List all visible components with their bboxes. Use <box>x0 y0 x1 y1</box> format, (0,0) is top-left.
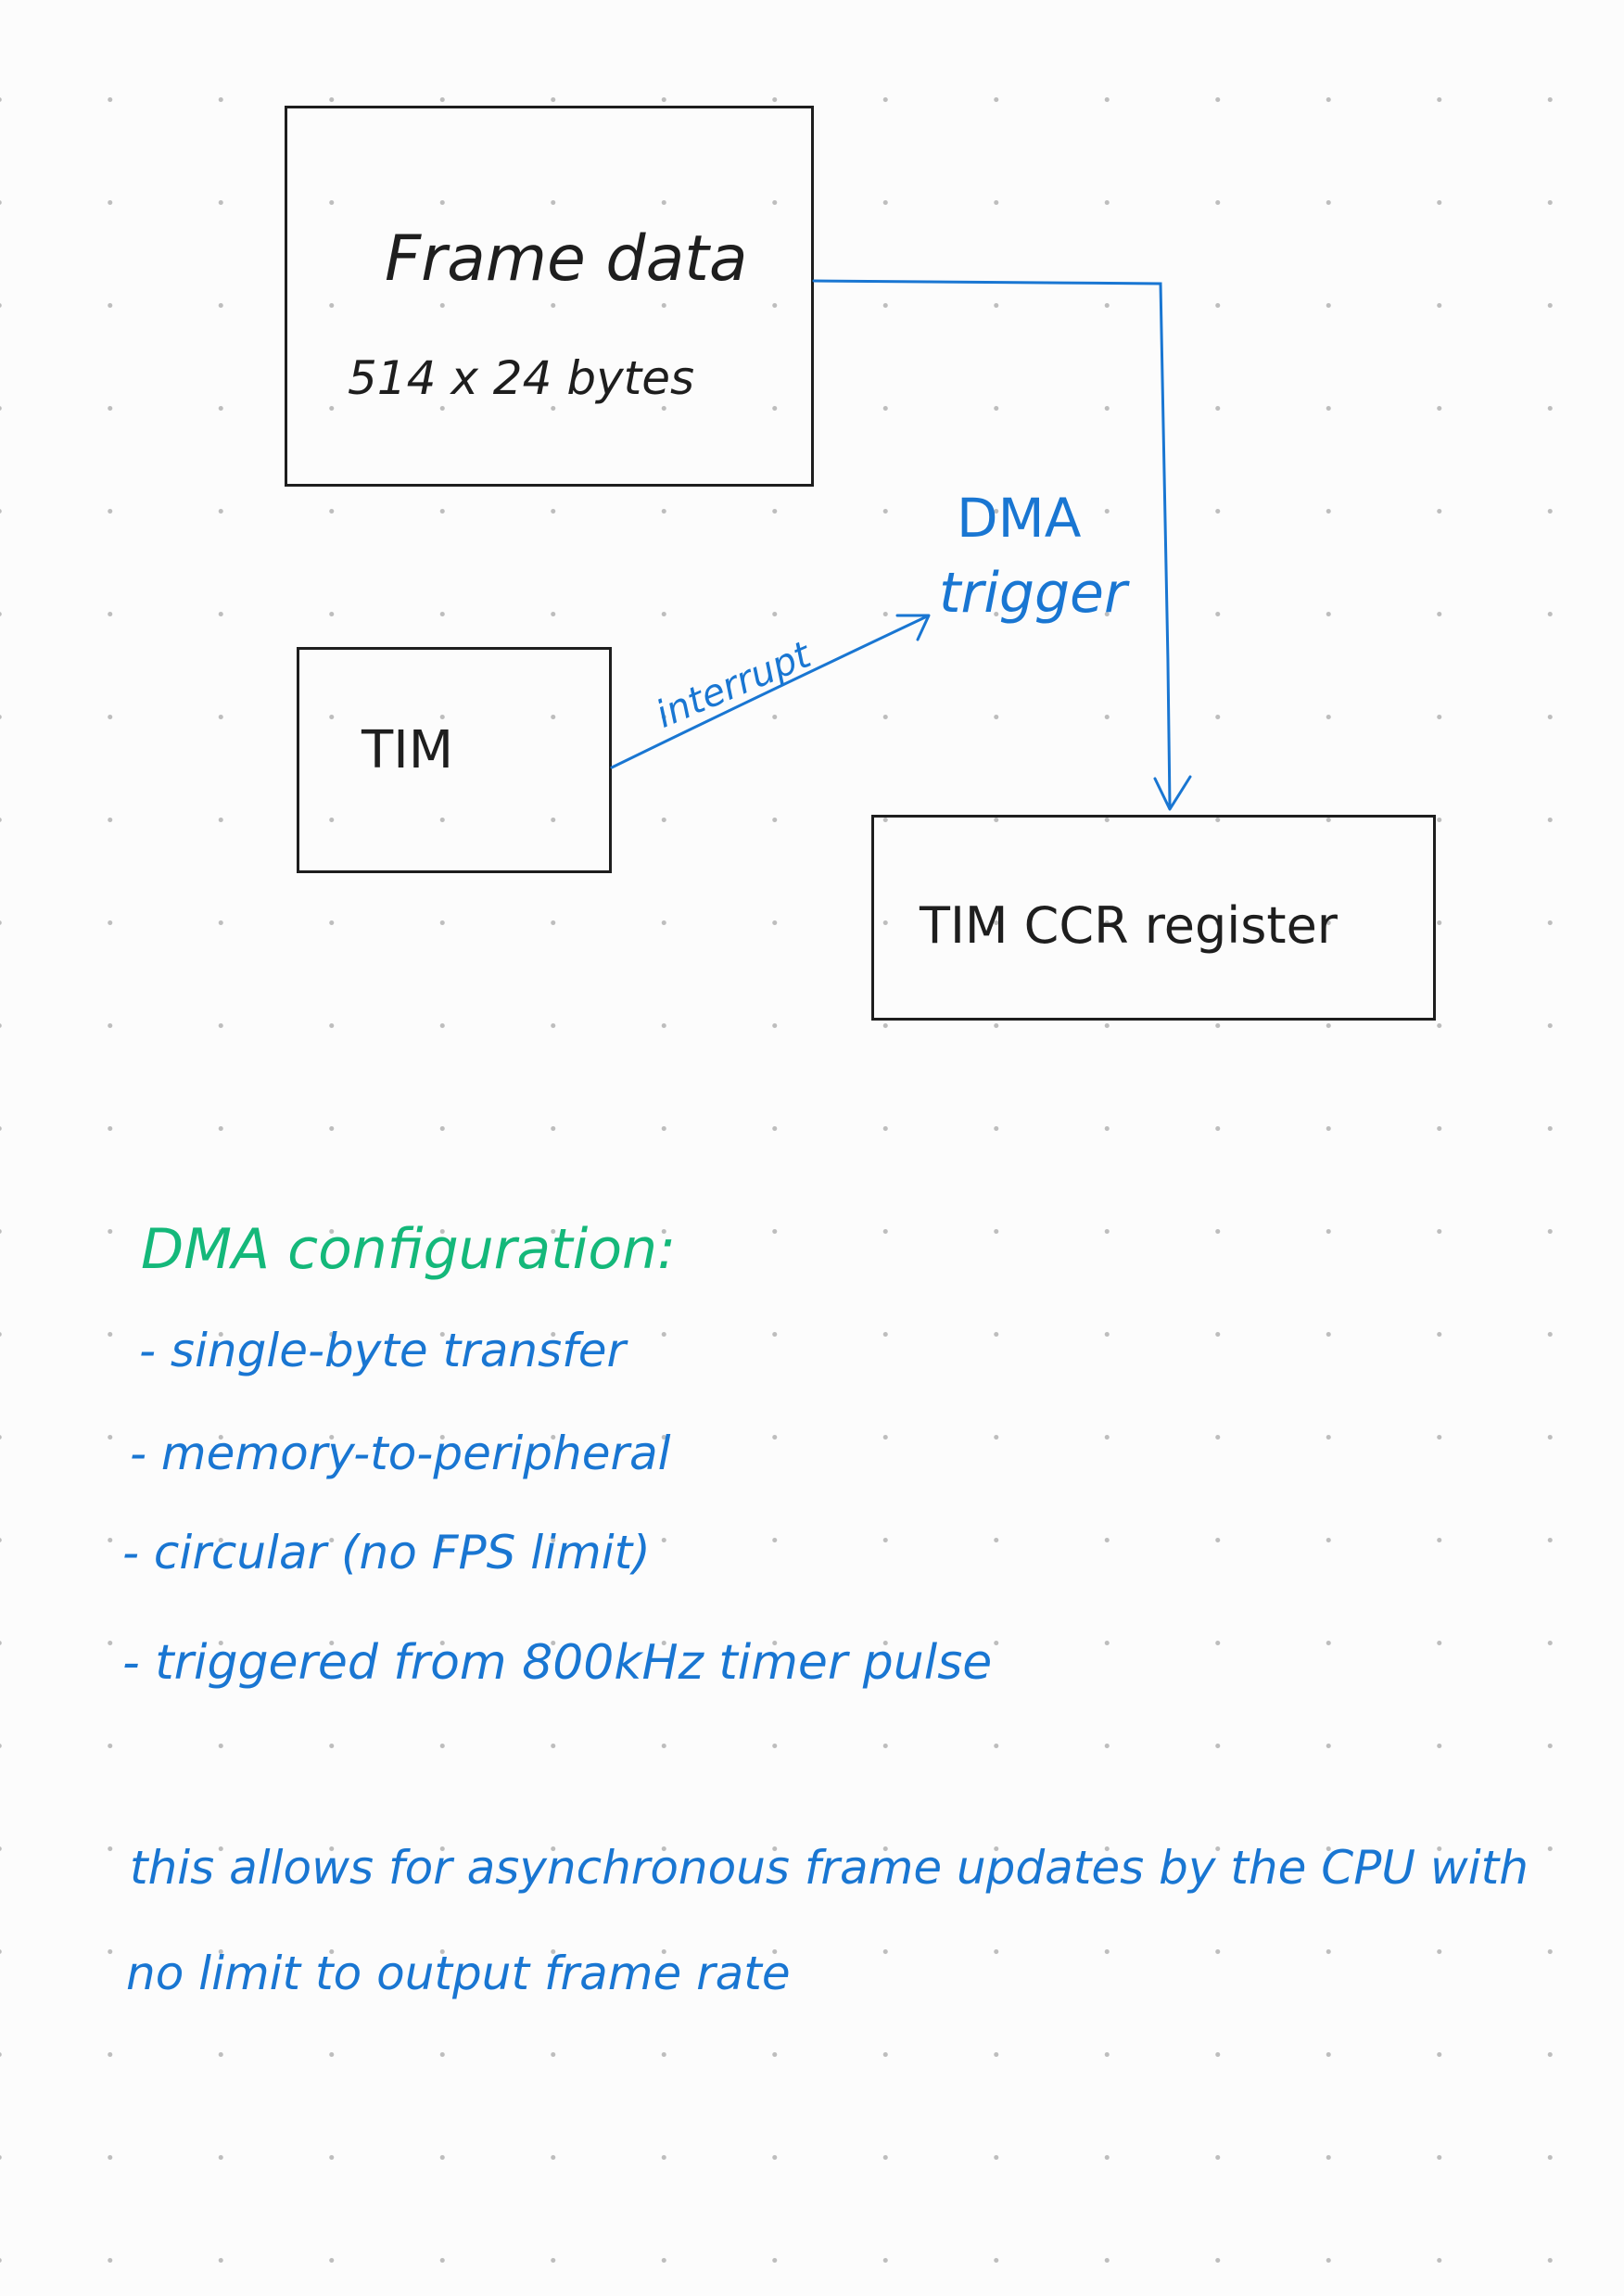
tim-ccr-register-box <box>871 815 1436 1021</box>
frame-data-box <box>285 106 814 487</box>
dma-configuration-heading: DMA configuration: <box>141 1217 677 1282</box>
config-item-circular: - circular (no FPS limit) <box>122 1526 651 1579</box>
frame-to-ccr-arrow <box>812 279 1172 808</box>
tim-label: TIM <box>362 720 454 780</box>
frame-data-title: Frame data <box>385 222 748 296</box>
summary-line-1: this allows for asynchronous frame updat… <box>130 1841 1529 1895</box>
config-item-single-byte: - single-byte transfer <box>139 1324 627 1377</box>
config-item-triggered: - triggered from 800kHz timer pulse <box>122 1635 993 1691</box>
interrupt-arrowhead <box>895 614 931 641</box>
interrupt-arrow <box>610 615 929 769</box>
dma-label: DMA <box>957 487 1082 550</box>
tim-box <box>297 647 612 873</box>
summary-line-2: no limit to output frame rate <box>126 1947 791 2000</box>
frame-data-size: 514 x 24 bytes <box>348 351 695 405</box>
tim-ccr-register-label: TIM CCR register <box>920 896 1339 955</box>
config-item-memory-to-peripheral: - memory-to-peripheral <box>130 1427 671 1480</box>
trigger-label: trigger <box>939 561 1127 626</box>
frame-to-ccr-arrowhead <box>1153 775 1192 811</box>
